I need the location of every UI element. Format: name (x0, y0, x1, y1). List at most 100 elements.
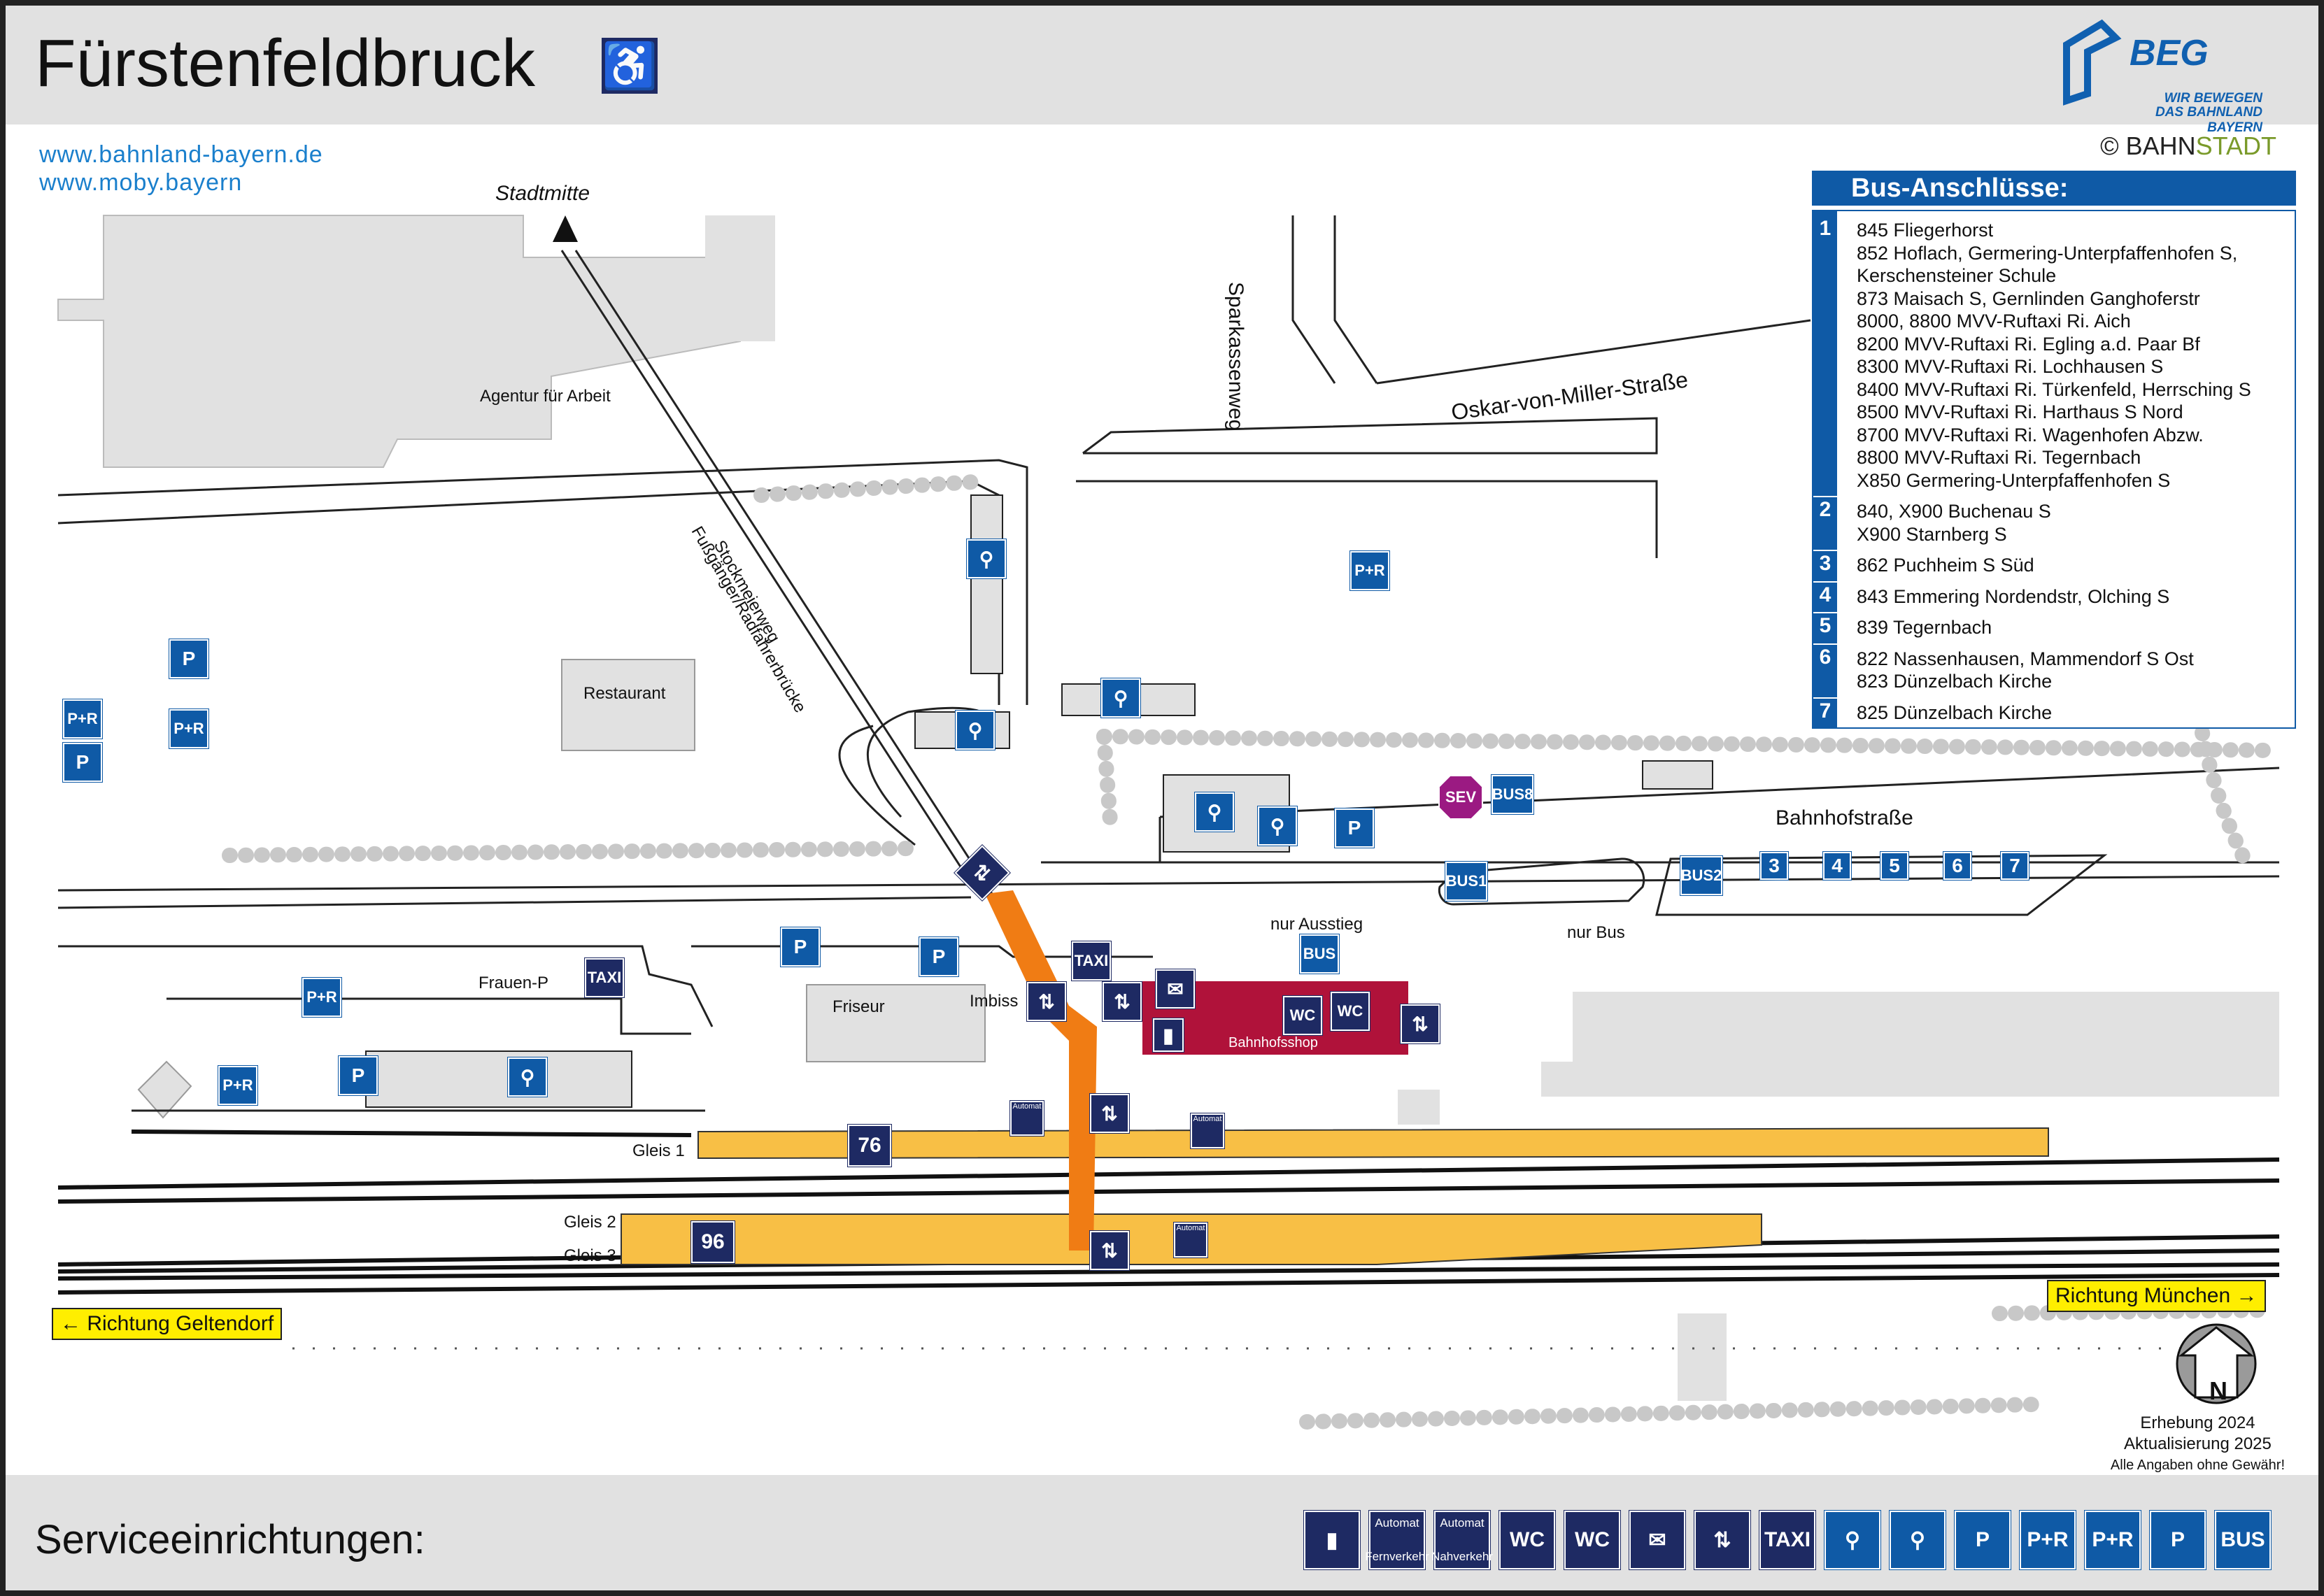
direction-geltendorf-label: Richtung Geltendorf (87, 1312, 274, 1335)
bahnhofsshop-label: Bahnhofsshop (1228, 1035, 1318, 1050)
stairs-icon[interactable]: ⇅ (1401, 1004, 1440, 1043)
survey-year: Erhebung 2024 (2140, 1413, 2255, 1432)
bike-parking-icon[interactable]: ⚲ (956, 711, 995, 750)
accessible-wc-icon[interactable]: WC (1283, 996, 1322, 1035)
taxi-icon[interactable]: TAXI (585, 958, 624, 997)
platform-23-length: 96 (691, 1221, 735, 1263)
wc-icon[interactable]: WC (1331, 992, 1370, 1031)
mail-icon: ✉ (1629, 1511, 1685, 1569)
park-ride-icon[interactable]: P+R (169, 709, 208, 748)
frauen-p-inner (166, 997, 691, 1035)
track-3b (57, 1273, 2280, 1295)
accessible-wc-icon: WC (1499, 1511, 1555, 1569)
bridge-line-2 (574, 250, 993, 895)
bus-stop-6-number: 6 (1952, 855, 1963, 876)
bike-parking-icon[interactable]: ⚲ (967, 539, 1006, 578)
automat-label: Automat (1176, 1224, 1205, 1232)
bus-label: BUS (1680, 867, 1714, 884)
bahnhofstrasse-south-2 (57, 896, 972, 909)
bike-parking-icon[interactable]: ⚲ (1101, 678, 1140, 718)
bus-stop-number: 1 (1819, 217, 1831, 240)
short-term-parking-icon[interactable]: P (919, 937, 958, 976)
bike-rental-icon[interactable]: ⚲ (1258, 806, 1297, 846)
bus-stop-icon[interactable]: BUS (1300, 934, 1339, 974)
stairs-east (1642, 760, 1713, 790)
oskar-road (1376, 319, 1811, 385)
motorcycle-parking-icon[interactable]: P (339, 1056, 378, 1095)
ticket-machine-icon[interactable]: Automat (1191, 1113, 1224, 1148)
agentur-label: Agentur für Arbeit (480, 387, 611, 406)
bus-stop-separator (1813, 580, 1837, 583)
copyright-bahn: BAHN (2125, 131, 2196, 160)
ticket-office-icon[interactable]: ▮ (1153, 1018, 1184, 1052)
bus-stop-6-icon[interactable]: 6 (1943, 852, 1971, 880)
motorcycle-parking-icon[interactable]: P (169, 639, 208, 678)
bus-stop-8-number: 8 (1524, 785, 1533, 803)
bus-stop-separator (1813, 697, 1837, 699)
stairs-icon[interactable]: ⇅ (1103, 982, 1142, 1021)
bus-stop-4-number: 4 (1831, 855, 1843, 876)
p-label: P (76, 751, 90, 773)
nur-bus-label: nur Bus (1567, 923, 1625, 942)
small-building (137, 1060, 192, 1119)
gleis-1-label: Gleis 1 (632, 1141, 685, 1160)
bus-line-entry: 822 Nassenhausen, Mammendorf S Ost (1857, 648, 2194, 669)
bus-stop-4-icon[interactable]: 4 (1823, 852, 1851, 880)
link-moby-bayern[interactable]: www.moby.bayern (39, 169, 243, 196)
wheelchair-icon: ♿ (602, 38, 658, 94)
bus-stop-5-icon[interactable]: 5 (1880, 852, 1908, 880)
bridge-line-1 (560, 250, 979, 895)
taxi-label: TAXI (587, 969, 622, 986)
beg-tagline-1: WIR BEWEGEN (2164, 91, 2262, 106)
restaurant-building (561, 659, 695, 751)
bus-label: BUS (1492, 785, 1525, 803)
bike-parking-icon: ⚲ (1890, 1511, 1946, 1569)
copyright-symbol: © (2100, 131, 2119, 160)
stairs-icon[interactable]: ⇅ (1027, 982, 1066, 1021)
ticket-machine-icon[interactable]: Automat (1174, 1223, 1207, 1257)
elevator-icon[interactable]: ⇅ (1090, 1094, 1129, 1133)
bike-parking-icon[interactable]: ⚲ (508, 1057, 547, 1097)
bus-line-entry: 852 Hoflach, Germering-Unterpfaffenhofen… (1857, 242, 2238, 264)
building-south (1678, 1313, 1727, 1401)
platform-1 (697, 1127, 2049, 1160)
sev-replacement-bus-icon[interactable]: SEV (1438, 775, 1483, 820)
automat-label: Automat (1012, 1102, 1042, 1111)
bus-line-entry: 845 Fliegerhorst (1857, 220, 1994, 241)
bus-stop-7-icon[interactable]: 7 (2001, 852, 2029, 880)
bus-stop-number: 6 (1819, 645, 1831, 669)
link-bahnland-bayern[interactable]: www.bahnland-bayern.de (39, 141, 323, 168)
motorcycle-parking-icon[interactable]: P (63, 743, 102, 782)
accessible-parking-icon[interactable]: P (1335, 808, 1374, 848)
park-ride-icon[interactable]: P+R (218, 1066, 257, 1105)
bus-stop-2-number: 2 (1713, 867, 1722, 884)
park-ride-icon[interactable]: P+R (1350, 551, 1389, 590)
sparkassenweg-road (1291, 215, 1336, 384)
bus-stop-7-number: 7 (2009, 855, 2020, 876)
bike-parking-icon[interactable]: ⚲ (1195, 792, 1234, 832)
bus-stop-3-icon[interactable]: 3 (1760, 852, 1788, 880)
covered-park-ride-icon[interactable]: P+R (63, 699, 102, 739)
imbiss-label: Imbiss (970, 992, 1019, 1011)
elevator-icon[interactable]: ⇅ (1090, 1231, 1129, 1270)
pedestrian-underpass (985, 890, 1097, 1251)
survey-notes: Erhebung 2024 Aktualisierung 2025 Alle A… (2111, 1413, 2285, 1476)
wc-label: WC (1337, 1002, 1363, 1020)
park-ride-icon[interactable]: P+R (302, 978, 341, 1017)
ticket-machine-icon[interactable]: Automat (1010, 1101, 1044, 1136)
short-term-parking-icon[interactable]: P (781, 927, 820, 967)
bus-label: BUS (1445, 872, 1479, 890)
bus-line-entry: 8400 MVV-Ruftaxi Ri. Türkenfeld, Herrsch… (1857, 378, 2251, 400)
hedge-5 (2195, 725, 2252, 867)
pr-label: P+R (1354, 562, 1385, 579)
bus-stop-separator (1813, 550, 1837, 551)
taxi-icon[interactable]: TAXI (1072, 941, 1111, 981)
mail-icon[interactable]: ✉ (1156, 969, 1195, 1009)
kiosk (1398, 1090, 1440, 1125)
